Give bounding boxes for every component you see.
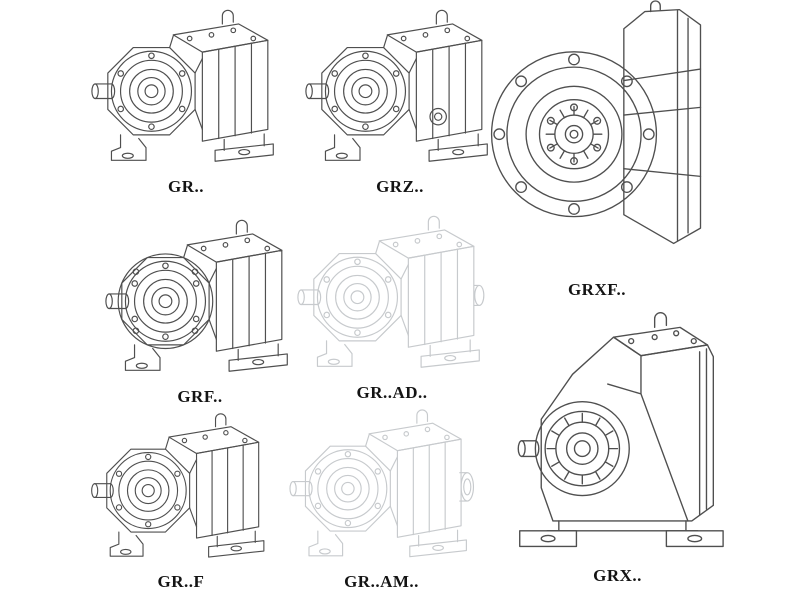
figure-label: GR..AM.. [344, 572, 419, 591]
figure-label: GRF.. [177, 387, 223, 406]
figure-gr: GR.. [86, 2, 286, 197]
iso-gearbox-drawing [292, 208, 485, 381]
figure-label: GR.. [168, 177, 204, 196]
iso-flange-gearbox-drawing [100, 212, 300, 385]
figure-label: GR..AD.. [356, 383, 428, 402]
figure-grxf: GRXF.. [482, 0, 712, 300]
figure-grx: GRX.. [500, 300, 735, 586]
figure-gr-f: GR..F [86, 406, 276, 592]
figure-label: GR..F [157, 572, 205, 591]
figure-label: GRXF.. [567, 280, 627, 299]
iso-gearbox-drawing [284, 402, 475, 570]
figure-gr-ad: GR..AD.. [292, 208, 492, 403]
iso-gearbox-drawing [86, 406, 276, 570]
iso-gearbox-drawing [300, 2, 500, 175]
flange-gearbox-drawing [482, 0, 712, 278]
foot-gearbox-drawing [500, 300, 735, 564]
iso-gearbox-drawing [86, 2, 286, 175]
figure-gr-am: GR..AM.. [284, 402, 479, 592]
figure-label: GRZ.. [376, 177, 424, 196]
figure-grf: GRF.. [100, 212, 300, 407]
figure-label: GRX.. [593, 566, 642, 585]
figure-grz: GRZ.. [300, 2, 500, 197]
